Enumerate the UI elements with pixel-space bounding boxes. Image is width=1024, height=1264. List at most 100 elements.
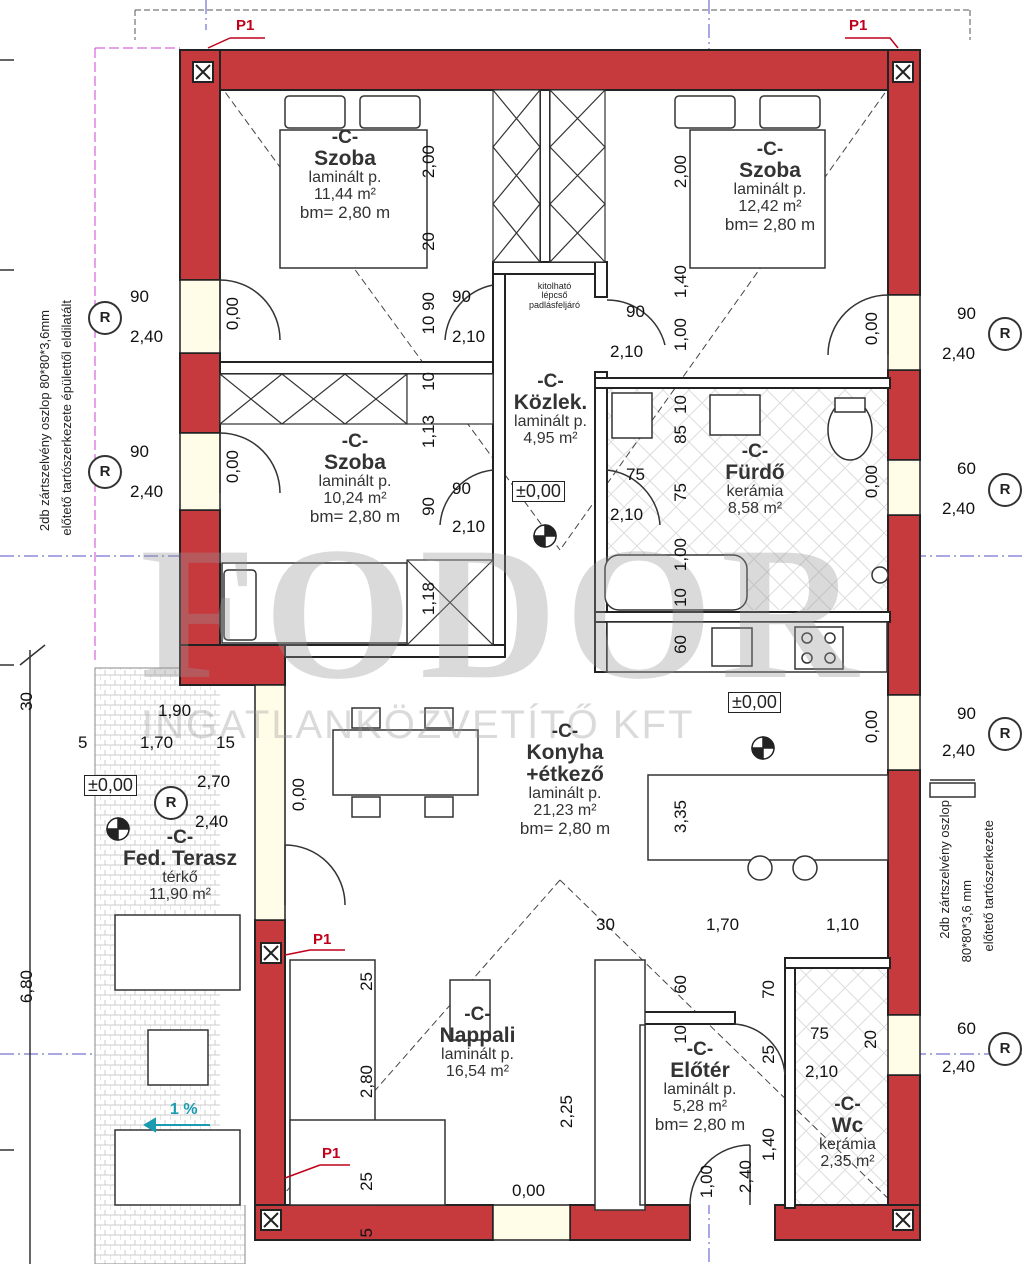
- p1-label: P1: [322, 1145, 341, 1162]
- bathroom-fixtures: [604, 392, 889, 611]
- dim-label: 25: [357, 1172, 376, 1191]
- dim-label: 30: [17, 692, 36, 711]
- dim-label: 90: [419, 497, 438, 516]
- room-floor: térkő: [162, 868, 198, 886]
- dim-label: 0,00: [223, 450, 242, 484]
- dim-label: 10: [671, 1025, 690, 1044]
- dim-label: 2,80: [357, 1065, 376, 1099]
- dim-label: 90: [626, 302, 645, 321]
- wc-tiles: [795, 965, 890, 1205]
- room-code: -C-: [756, 139, 784, 160]
- room-height: bm= 2,80 m: [519, 818, 611, 838]
- dim-label: 90: [130, 287, 149, 306]
- dim-label: 75: [671, 483, 690, 502]
- dim-label: 25: [357, 972, 376, 991]
- dim-label: 2,40: [195, 812, 229, 831]
- room-code: -C-: [341, 431, 369, 452]
- dim-label: 10: [671, 588, 690, 607]
- slope-label: 1 %: [170, 1101, 198, 1118]
- dim-label: 2,10: [452, 517, 486, 536]
- dim-label: 2,00: [671, 155, 690, 189]
- column-note: előtető tartószerkezete épülettől eldila…: [59, 300, 74, 536]
- room-area: 8,58 m²: [727, 499, 783, 517]
- dim-label: 90: [452, 287, 471, 306]
- room-kozlek: -C- Közlek. laminált p. 4,95 m²: [498, 372, 603, 448]
- room-area: 2,35 m²: [820, 1152, 875, 1170]
- dim-label: 1,10: [826, 915, 860, 934]
- dim-label: 10 90: [419, 292, 438, 335]
- room-name: Wc: [831, 1113, 864, 1137]
- room-height: bm= 2,80 m: [724, 214, 816, 234]
- dim-label: 60: [671, 635, 690, 654]
- room-name: Közlek.: [513, 390, 588, 414]
- columns: [192, 61, 914, 1231]
- dim-label: 2,10: [805, 1062, 839, 1081]
- room-code: -C-: [741, 441, 769, 462]
- dim-label: 60: [671, 975, 690, 994]
- p1-label: P1: [236, 17, 255, 34]
- dim-label: 2,40: [130, 482, 164, 501]
- dim-label: 60: [957, 459, 976, 478]
- room-floor: laminált p.: [733, 180, 807, 198]
- column-note: előtető tartószerkezete: [981, 820, 996, 952]
- dim-label: 5: [357, 1228, 376, 1238]
- room-floor: laminált p.: [514, 412, 587, 430]
- room-code: -C-: [686, 1039, 714, 1060]
- r-marker: R: [88, 301, 122, 335]
- p1-label: P1: [849, 17, 868, 34]
- dim-label: 6,80: [17, 970, 36, 1004]
- beds: [221, 95, 826, 644]
- dim-label: 10: [419, 372, 438, 391]
- dim-label: 0,00: [862, 710, 881, 744]
- interior-walls: [219, 89, 891, 1209]
- dim-label: 90: [130, 442, 149, 461]
- dim-label: 2,70: [197, 772, 231, 791]
- room-furdo: -C- Fürdő kerámia 8,58 m²: [700, 442, 810, 518]
- dim-label: 1,13: [419, 415, 438, 449]
- room-konyha: -C- Konyha +étkező laminált p. 21,23 m² …: [490, 722, 640, 837]
- storage-note: kitolható lépcső padlásfeljáró: [528, 281, 581, 310]
- dim-label: 2,10: [610, 505, 644, 524]
- dim-label: 3,35: [671, 800, 690, 834]
- room-code: -C-: [166, 827, 194, 848]
- dim-label: 1,40: [671, 265, 690, 299]
- dim-label: 1,70: [706, 915, 740, 934]
- dim-label: 1,00: [671, 318, 690, 352]
- room-area: 11,90 m²: [149, 885, 211, 903]
- room-szoba-2: -C- Szoba laminált p. 12,42 m² bm= 2,80 …: [705, 140, 835, 233]
- room-floor: laminált p.: [308, 168, 382, 186]
- room-code: -C-: [464, 1004, 491, 1025]
- room-floor: laminált p.: [318, 472, 392, 490]
- room-eloter: -C- Előtér laminált p. 5,28 m² bm= 2,80 …: [635, 1040, 765, 1133]
- doors: [219, 279, 889, 1206]
- room-area: 4,95 m²: [523, 429, 578, 447]
- dim-label: 1,00: [671, 538, 690, 572]
- r-marker: R: [988, 317, 1022, 351]
- dim-label: 0,00: [862, 465, 881, 499]
- room-height: bm= 2,80 m: [299, 202, 391, 222]
- dim-label: 70: [759, 980, 778, 999]
- room-name: Fürdő: [725, 460, 785, 484]
- dim-label: 75: [626, 465, 645, 484]
- dim-label: 2,40: [942, 1057, 976, 1076]
- column-note: 2db zártszelvény oszlop: [937, 800, 952, 939]
- room-wc: -C- Wc kerámia 2,35 m²: [800, 1095, 895, 1171]
- dim-label: 2,40: [942, 499, 976, 518]
- wardrobes: [219, 89, 606, 646]
- dim-label: 0,00: [223, 297, 242, 331]
- dim-label: 5: [78, 733, 88, 752]
- room-name: Szoba: [324, 450, 386, 474]
- r-marker: R: [154, 786, 188, 820]
- room-code: -C-: [551, 721, 579, 742]
- dim-label: 2,40: [736, 1160, 755, 1194]
- dim-label: 2,40: [942, 344, 976, 363]
- room-name: Nappali: [439, 1023, 516, 1047]
- room-floor: kerámia: [819, 1135, 876, 1153]
- dim-label: 1,70: [140, 733, 174, 752]
- room-area: 12,42 m²: [738, 197, 802, 215]
- dim-label: 0,00: [289, 778, 308, 812]
- dim-label: 25: [759, 1045, 778, 1064]
- dim-label: 10: [671, 395, 690, 414]
- dim-label: 90: [957, 304, 976, 323]
